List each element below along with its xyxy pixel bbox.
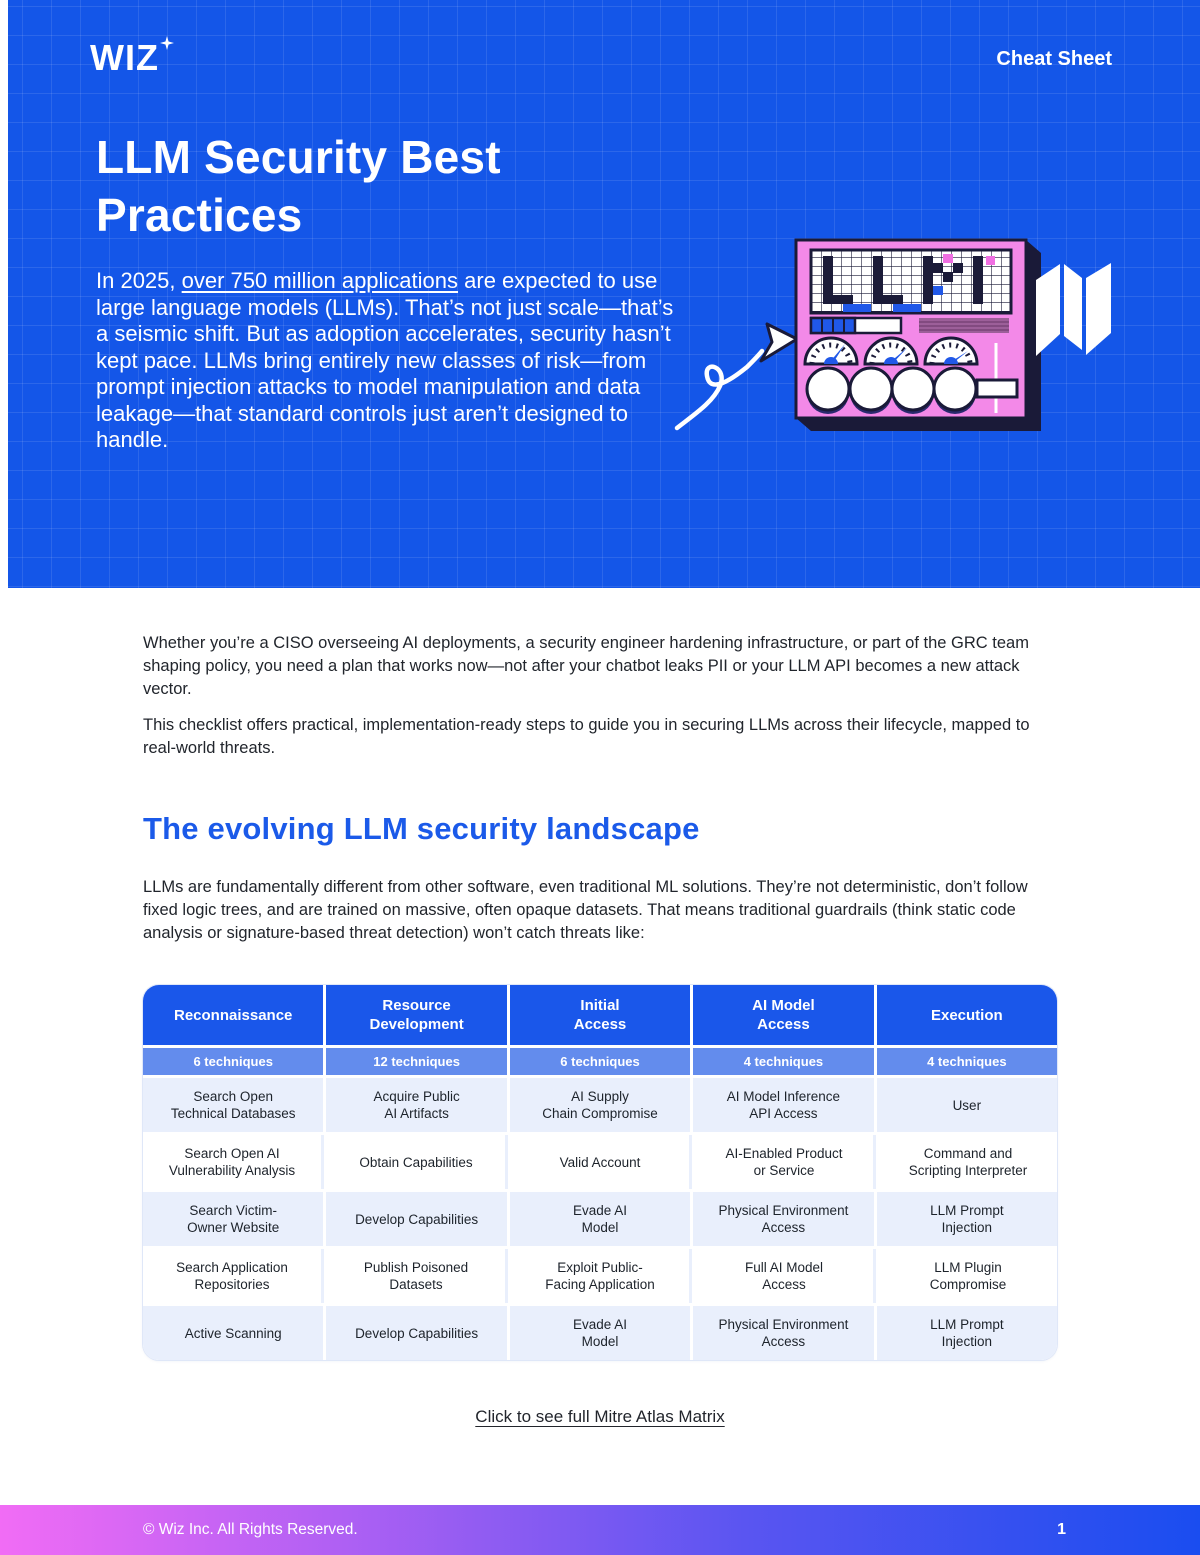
mitre-atlas-matrix-link[interactable]: Click to see full Mitre Atlas Matrix: [475, 1407, 725, 1426]
matrix-link-container: Click to see full Mitre Atlas Matrix: [143, 1407, 1057, 1427]
table-cell: Search Victim- Owner Website: [143, 1192, 324, 1246]
table-cell: Full AI Model Access: [695, 1249, 876, 1303]
column-header-resource-development: Resource Development: [326, 985, 507, 1045]
page-number: 1: [1057, 1521, 1066, 1538]
techniques-count: 4 techniques: [876, 1048, 1057, 1075]
table-cell: LLM Plugin Compromise: [879, 1249, 1057, 1303]
paragraph-audience: Whether you’re a CISO overseeing AI depl…: [143, 634, 1029, 698]
copyright-text: © Wiz Inc. All Rights Reserved.: [143, 1521, 358, 1538]
paragraph-checklist: This checklist offers practical, impleme…: [143, 716, 1030, 757]
column-header-initial-access: Initial Access: [509, 985, 691, 1045]
map-icon: [1036, 263, 1111, 356]
knob-icons: [805, 366, 978, 414]
table-cell: Obtain Capabilities: [327, 1135, 508, 1189]
table-cell: Acquire Public AI Artifacts: [326, 1078, 507, 1132]
table-cell: AI Model Inference API Access: [693, 1078, 874, 1132]
techniques-count: 4 techniques: [693, 1048, 874, 1075]
table-cell: Publish Poisoned Datasets: [327, 1249, 508, 1303]
llm-machine-illustration: [674, 238, 1111, 431]
pixel-llm-text: [823, 256, 983, 304]
table-cell: Valid Account: [511, 1135, 692, 1189]
cheat-sheet-badge: Cheat Sheet: [996, 48, 1112, 70]
table-cell: Develop Capabilities: [326, 1192, 507, 1246]
table-cell: Active Scanning: [143, 1306, 324, 1360]
cursor-arrow-icon: [759, 322, 799, 363]
page-footer: © Wiz Inc. All Rights Reserved. 1: [0, 1505, 1200, 1555]
column-header-reconnaissance: Reconnaissance: [143, 985, 324, 1045]
slider-icon: [975, 343, 1019, 413]
paragraph-landscape: LLMs are fundamentally different from ot…: [143, 878, 1028, 942]
table-cell: Physical Environment Access: [693, 1192, 874, 1246]
section-heading: The evolving LLM security landscape: [143, 811, 700, 846]
hero-intro-paragraph: In 2025, over 750 million applications a…: [96, 268, 688, 454]
intro-prefix: In 2025,: [96, 268, 182, 293]
table-cell: AI Supply Chain Compromise: [509, 1078, 691, 1132]
techniques-count: 6 techniques: [509, 1048, 691, 1075]
table-cell: Exploit Public- Facing Application: [511, 1249, 692, 1303]
wiz-logo: WIZ: [90, 36, 174, 78]
column-header-execution: Execution: [876, 985, 1057, 1045]
hero-header: WIZ Cheat Sheet LLM Security Best Practi…: [8, 0, 1200, 588]
table-row: Search Victim- Owner Website Develop Cap…: [143, 1192, 1057, 1246]
techniques-count: 6 techniques: [143, 1048, 324, 1075]
gauge-icons: [803, 336, 979, 366]
table-cell: User: [876, 1078, 1057, 1132]
table-row: Search Open AI Vulnerability Analysis Ob…: [143, 1135, 1057, 1189]
wiz-logo-text: WIZ: [90, 37, 159, 78]
table-cell: Search Application Repositories: [143, 1249, 324, 1303]
applications-stat-link[interactable]: over 750 million applications: [181, 268, 459, 293]
table-row: Search Application Repositories Publish …: [143, 1249, 1057, 1303]
table-cell: Evade AI Model: [509, 1192, 691, 1246]
column-header-ai-model-access: AI Model Access: [693, 985, 874, 1045]
table-cell: Develop Capabilities: [326, 1306, 507, 1360]
table-cell: Command and Scripting Interpreter: [879, 1135, 1057, 1189]
pixel-accents: [843, 254, 995, 312]
table-cell: LLM Prompt Injection: [876, 1192, 1057, 1246]
mitre-atlas-table: Reconnaissance Resource Development Init…: [143, 985, 1057, 1360]
page-title: LLM Security Best Practices: [96, 131, 501, 241]
table-techniques-row: 6 techniques 12 techniques 6 techniques …: [143, 1048, 1057, 1075]
table-header-row: Reconnaissance Resource Development Init…: [143, 985, 1057, 1045]
body-section: Whether you’re a CISO overseeing AI depl…: [0, 588, 1200, 1427]
table-cell: Search Open Technical Databases: [143, 1078, 324, 1132]
intro-suffix: are expected to use large language model…: [96, 268, 674, 452]
sparkle-icon: [159, 36, 174, 50]
table-cell: Physical Environment Access: [693, 1306, 874, 1360]
table-cell: Search Open AI Vulnerability Analysis: [143, 1135, 324, 1189]
table-cell: LLM Prompt Injection: [876, 1306, 1057, 1360]
table-cell: Evade AI Model: [509, 1306, 691, 1360]
table-row: Active Scanning Develop Capabilities Eva…: [143, 1306, 1057, 1360]
squiggle-arrow: [674, 348, 765, 431]
table-row: Search Open Technical Databases Acquire …: [143, 1078, 1057, 1132]
striped-bar: [919, 318, 1009, 333]
table-cell: AI-Enabled Product or Service: [695, 1135, 876, 1189]
techniques-count: 12 techniques: [326, 1048, 507, 1075]
